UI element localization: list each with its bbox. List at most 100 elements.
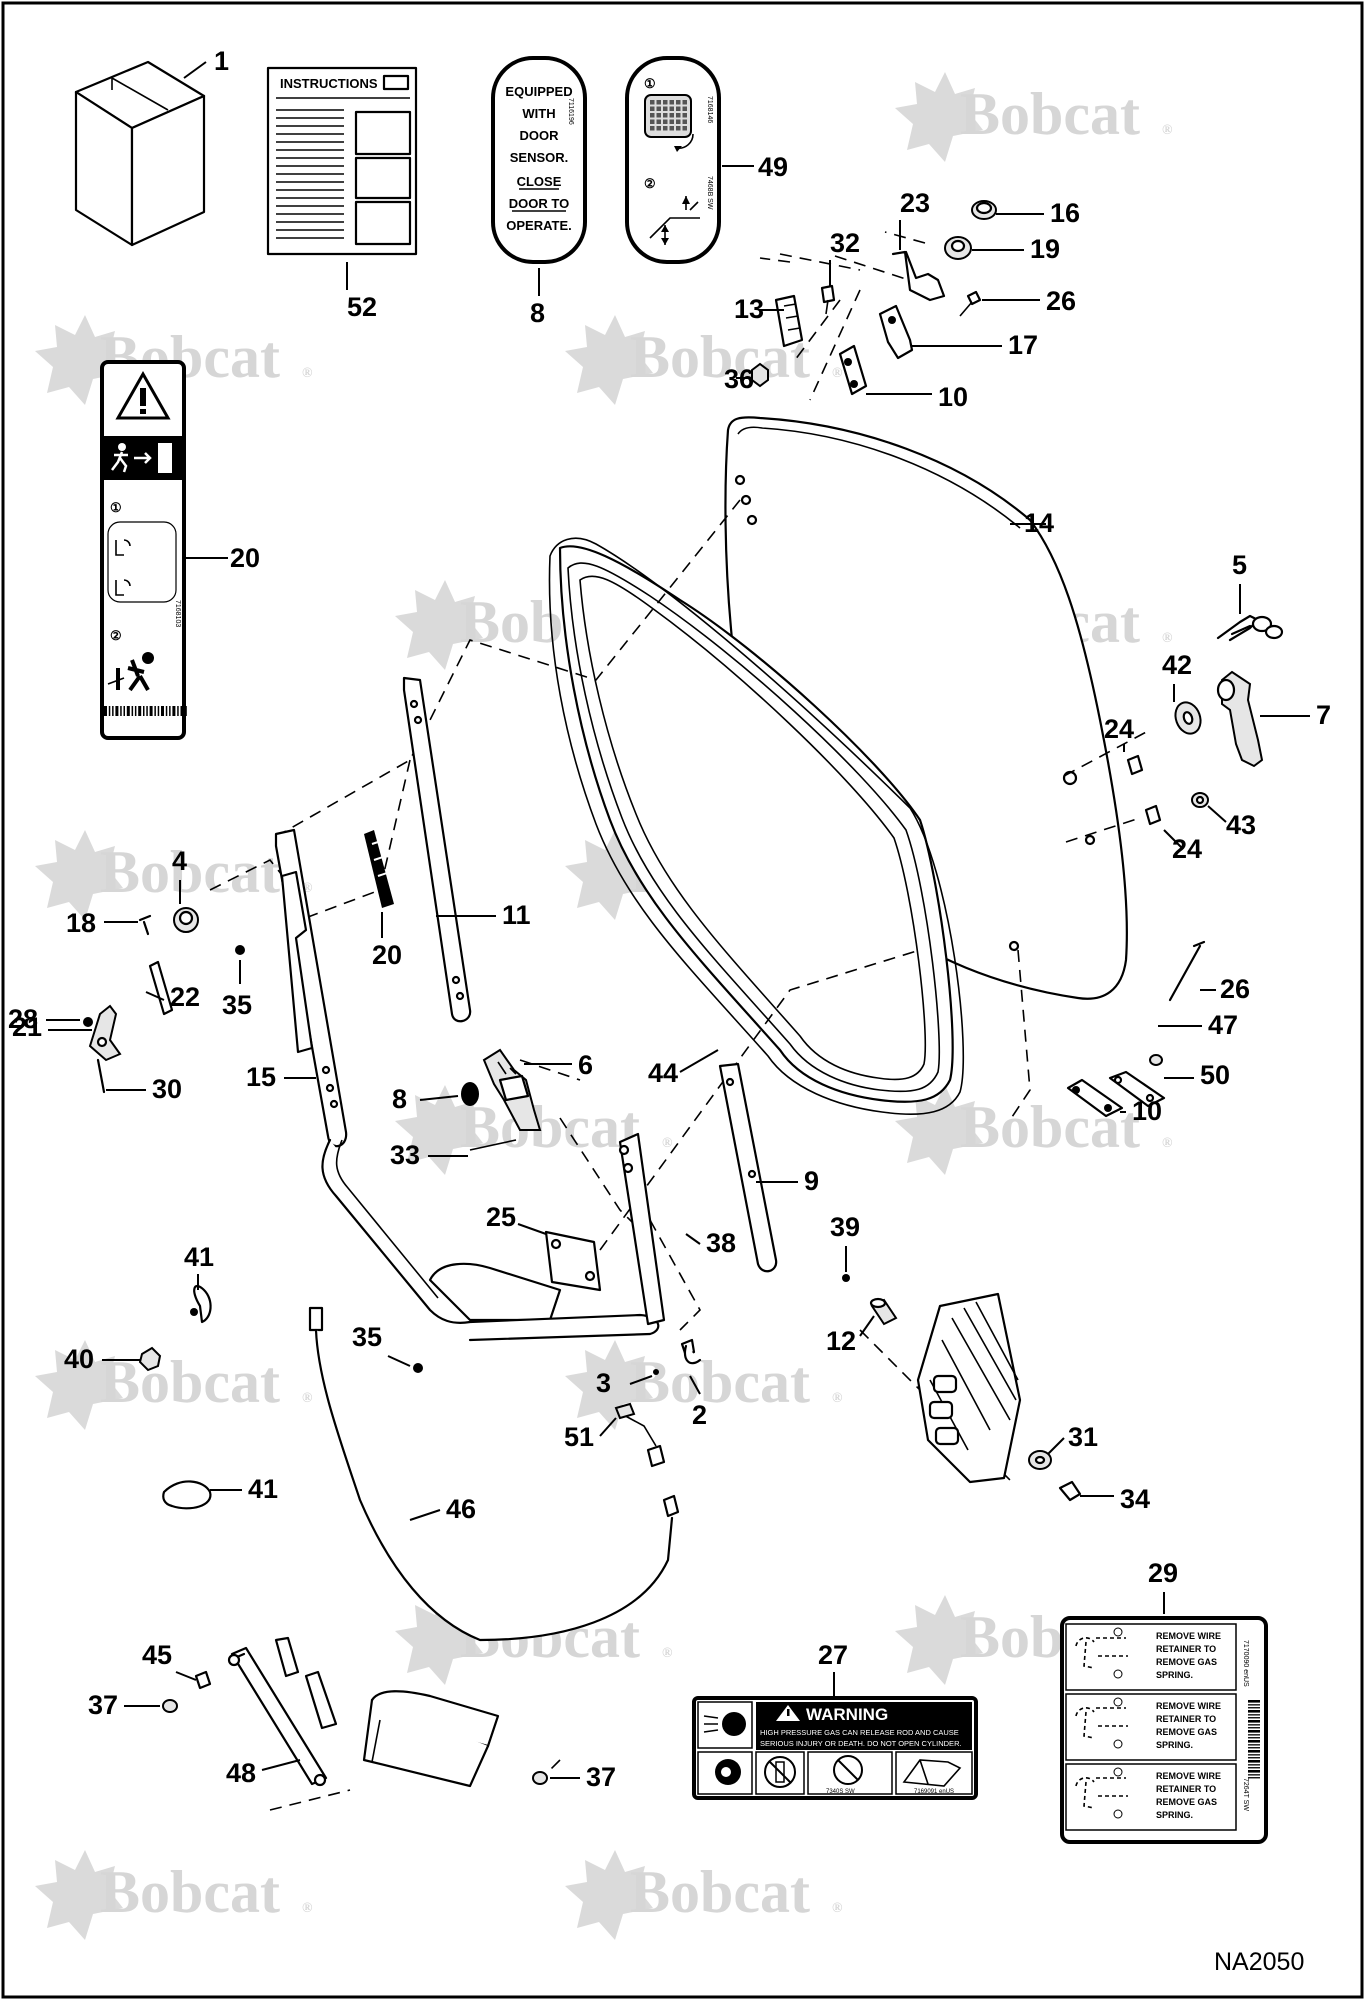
decal-29-text: RETAINER TO — [1156, 1714, 1216, 1724]
part-48-gas-spring — [162, 1636, 548, 1787]
callout-label: 13 — [734, 294, 764, 324]
watermark-registered: ® — [1162, 1136, 1173, 1151]
callout-label: 6 — [578, 1050, 593, 1080]
callout-label: 20 — [372, 940, 402, 970]
watermark-registered: ® — [1162, 631, 1173, 646]
callout-c19: 19 — [972, 234, 1060, 264]
callout-label: 26 — [1220, 974, 1250, 1004]
watermark-text: Bobcat — [100, 1349, 280, 1415]
watermark-text: Bobcat — [100, 839, 280, 905]
part-31-34-fasteners — [1028, 1450, 1082, 1502]
bobcat-logo-icon — [895, 1085, 983, 1175]
callout-label: 25 — [486, 1202, 516, 1232]
door-sensor-line: OPERATE. — [506, 218, 572, 233]
callout-c6: 6 — [524, 1050, 593, 1080]
watermark-registered: ® — [302, 366, 313, 381]
part-7-door-handle — [1126, 670, 1264, 826]
callout-label: 26 — [1046, 286, 1076, 316]
callout-c12: 12 — [826, 1315, 875, 1356]
callout-c15: 15 — [246, 1062, 316, 1092]
callout-leader — [599, 1417, 617, 1437]
bobcat-watermark: Bobcat® — [565, 315, 843, 405]
callout-label: 21 — [12, 1012, 42, 1042]
callout-label: 40 — [64, 1344, 94, 1374]
decal-29-code-a: 7170090 enUS — [1242, 1640, 1249, 1687]
callout-c35b: 35 — [352, 1322, 411, 1367]
callout-label: 23 — [900, 188, 930, 218]
warning-code-a: 7340S SW — [826, 1789, 855, 1795]
callout-label: 12 — [826, 1326, 856, 1356]
bobcat-logo-icon — [895, 72, 983, 162]
callout-c40: 40 — [64, 1344, 140, 1374]
callout-label: 37 — [88, 1690, 118, 1720]
decal-29-text: REMOVE WIRE — [1156, 1771, 1221, 1781]
callout-label: 43 — [1226, 810, 1256, 840]
callout-c1: 1 — [183, 46, 229, 79]
callout-c27: 27 — [818, 1640, 848, 1696]
bobcat-logo-icon — [35, 1340, 123, 1430]
door-sensor-side-code: 7116196 — [567, 98, 574, 125]
door-sensor-line: DOOR — [520, 128, 560, 143]
callout-label: 50 — [1200, 1060, 1230, 1090]
callout-label: 16 — [1050, 198, 1080, 228]
callout-c35a: 35 — [222, 960, 252, 1020]
callout-label: 1 — [214, 46, 229, 76]
watermark-registered: ® — [1162, 123, 1173, 138]
callout-c37b: 37 — [550, 1762, 616, 1792]
callout-c50: 50 — [1164, 1060, 1230, 1090]
decal-29-text: RETAINER TO — [1156, 1784, 1216, 1794]
callout-c20b: 20 — [372, 912, 402, 970]
callout-label: 41 — [184, 1242, 214, 1272]
callout-c8a: 8 — [530, 268, 545, 328]
callout-c21: 21 — [12, 1012, 92, 1042]
bobcat-logo-icon — [35, 315, 123, 405]
decal-29-text: REMOVE WIRE — [1156, 1701, 1221, 1711]
callout-label: 10 — [938, 382, 968, 412]
warning-title: WARNING — [806, 1705, 888, 1724]
callout-c36: 36 — [724, 364, 754, 394]
decal-49-code-a: 7168146 — [706, 96, 713, 123]
callout-leader — [261, 1759, 301, 1771]
warning-code-b: 7169091 enUS — [914, 1789, 954, 1795]
watermark-text: Bobcat — [100, 1859, 280, 1925]
door-sensor-line: SENSOR. — [510, 150, 569, 165]
bobcat-watermark: Bobcat® — [895, 1085, 1173, 1175]
decal-49-code-b: 7468B SW — [706, 176, 713, 210]
callout-label: 46 — [446, 1494, 476, 1524]
callout-leader — [1163, 829, 1183, 849]
part-5-keys — [1216, 614, 1284, 642]
part-9-strap — [718, 1062, 778, 1273]
bobcat-logo-icon — [35, 830, 123, 920]
callout-label: 11 — [502, 900, 531, 930]
callout-label: 24 — [1104, 714, 1134, 744]
watermark-registered: ® — [662, 1136, 673, 1151]
callout-label: 30 — [152, 1074, 182, 1104]
callout-c48: 48 — [226, 1758, 301, 1788]
watermark-registered: ® — [832, 366, 843, 381]
callout-c24a: 24 — [1104, 714, 1134, 752]
bobcat-watermark: Bobcat® — [35, 315, 313, 405]
callout-leader — [679, 1049, 719, 1073]
bobcat-logo-icon — [395, 580, 483, 670]
decal-20-step2: ② — [110, 628, 122, 643]
callout-label: 35 — [352, 1322, 382, 1352]
callout-c38: 38 — [685, 1228, 736, 1258]
callout-leader — [1047, 1437, 1065, 1455]
callout-c52: 52 — [346, 262, 377, 322]
callout-c7: 7 — [1260, 700, 1331, 730]
left-small-parts — [83, 907, 245, 1094]
callout-c41a: 41 — [184, 1242, 214, 1290]
decal-29-text: REMOVE GAS — [1156, 1727, 1217, 1737]
callout-c8b: 8 — [392, 1084, 459, 1114]
part-25-plate — [544, 1230, 602, 1292]
callout-c3: 3 — [596, 1368, 653, 1398]
callout-c9: 9 — [756, 1166, 819, 1196]
bobcat-logo-icon — [565, 315, 653, 405]
bobcat-logo-icon — [395, 1085, 483, 1175]
callout-label: 14 — [1024, 508, 1054, 538]
callout-label: 51 — [564, 1422, 594, 1452]
watermark-layer: Bobcat®Bobcat®Bobcat®Bobcat®Bobcat®Bobca… — [35, 72, 1173, 1940]
callout-label: 34 — [1120, 1484, 1150, 1514]
